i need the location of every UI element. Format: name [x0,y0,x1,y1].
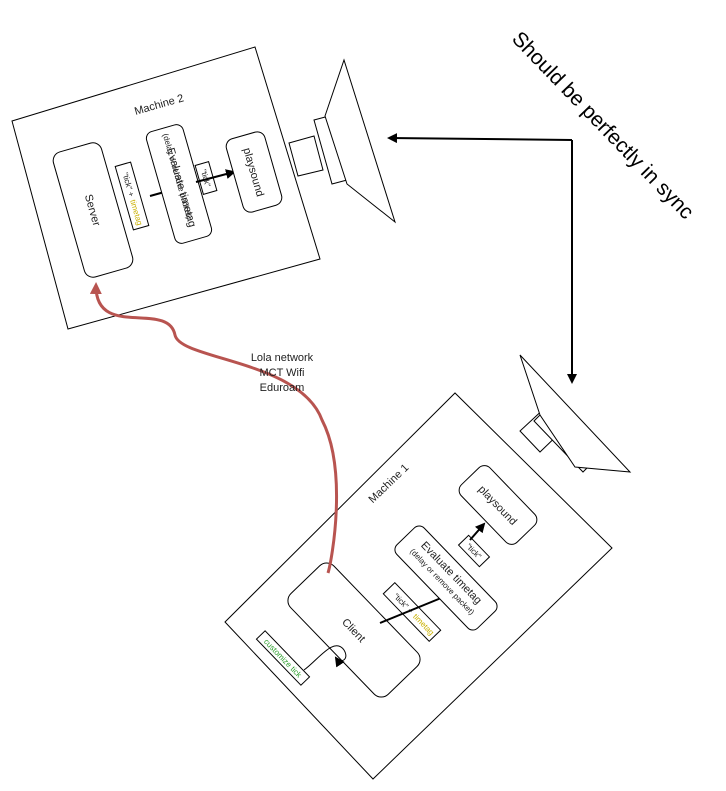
packet-tick-timetag-2: "tick" + timetag [114,161,150,231]
server-box [52,142,134,278]
speaker-2-neck [288,135,324,177]
speaker-2 [288,58,396,224]
machine-1-frame [224,392,613,780]
network-label: Lola network MCT Wifi Eduroam [251,352,314,394]
sync-annotation: Should be perfectly in sync [507,27,698,224]
machine-1: Machine 1 Client customize tick "tick" +… [224,354,632,780]
packet-tick-1: "tick" [457,534,491,568]
network-label-line-3: Eduroam [260,382,305,394]
speaker-1 [519,354,632,473]
packet-tick-2: "tick" [194,161,218,195]
m1-link-packet [379,595,447,624]
network-label-line-2: MCT Wifi [259,367,304,379]
evaluate-box-2 [145,124,213,244]
m1-arrow-to-playsound [469,522,486,541]
sync-arrow-to-speaker-2 [387,133,573,144]
speaker-2-cone [324,58,396,224]
machine-2: Machine 2 Server "tick" + timetag Evalua… [11,46,396,330]
playsound-box-1 [458,465,538,545]
network-label-line-1: Lola network [251,352,314,364]
network-link [89,282,338,574]
customize-loop [303,645,347,671]
evaluate-box-1 [394,525,498,631]
client-box [287,562,421,698]
m2-arrow-to-playsound [195,169,236,183]
playsound-box-2 [225,131,283,213]
speaker-1-cone [519,354,632,473]
